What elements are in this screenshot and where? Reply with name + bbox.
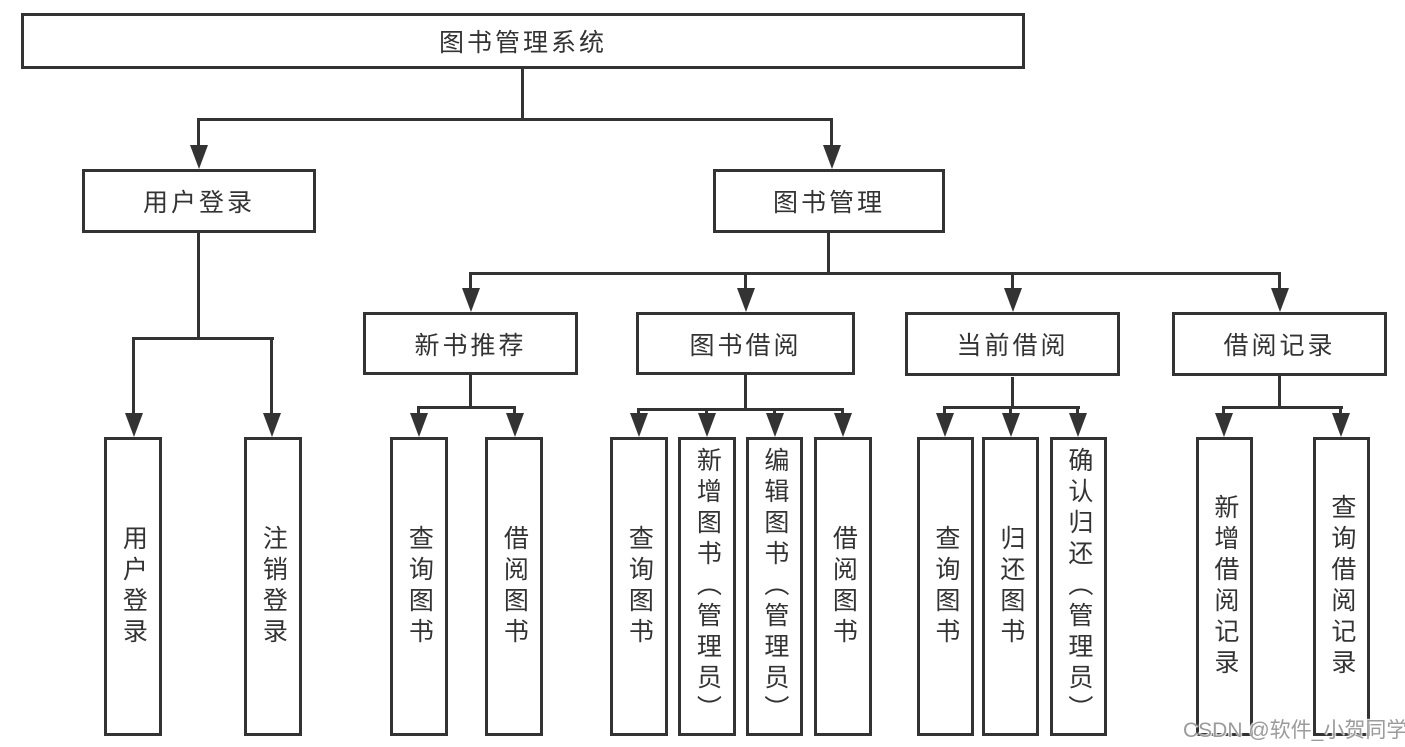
- node-label: 归还图书: [996, 524, 1025, 649]
- connector-line: [744, 375, 747, 408]
- leaf-query-books-recommend: 查询图书: [390, 437, 448, 736]
- connector-line: [521, 69, 524, 118]
- connector-line: [417, 406, 420, 413]
- node-label: 注销登录: [259, 524, 288, 649]
- connector-line: [513, 406, 516, 413]
- connector-line: [132, 337, 274, 340]
- node-label: 借阅记录: [1223, 332, 1336, 360]
- node-label: 查询图书: [931, 524, 960, 649]
- arrow-down-icon: [737, 288, 755, 312]
- leaf-edit-books-admin: 编辑图书（管理员）: [746, 437, 803, 736]
- arrow-down-icon: [125, 413, 143, 437]
- connector-line: [469, 375, 472, 406]
- node-label: 查询图书: [405, 524, 434, 649]
- arrow-down-icon: [698, 413, 716, 437]
- node-label: 新书推荐: [414, 331, 527, 360]
- arrow-down-icon: [1332, 413, 1350, 437]
- arrow-down-icon: [834, 413, 852, 437]
- connector-line: [943, 406, 946, 413]
- connector-line: [469, 272, 472, 288]
- connector-line: [1278, 272, 1281, 288]
- arrow-down-icon: [1004, 288, 1022, 312]
- node-label: 用户登录: [142, 189, 255, 217]
- leaf-query-books-borrow: 查询图书: [610, 437, 668, 736]
- node-library-management-system: 图书管理系统: [21, 13, 1025, 69]
- arrow-down-icon: [630, 413, 648, 437]
- node-book-borrowing: 图书借阅: [636, 312, 855, 375]
- connector-line: [417, 406, 516, 409]
- connector-line: [197, 233, 200, 337]
- node-label: 编辑图书（管理员）: [760, 447, 789, 726]
- node-label: 查询借阅记录: [1327, 493, 1356, 680]
- connector-line: [705, 408, 708, 413]
- leaf-borrow-books-recommend: 借阅图书: [485, 437, 543, 736]
- connector-line: [1011, 377, 1014, 406]
- connector-line: [270, 337, 273, 413]
- arrow-down-icon: [766, 413, 784, 437]
- leaf-query-borrow-record: 查询借阅记录: [1313, 437, 1370, 736]
- leaf-logout-login: 注销登录: [244, 437, 302, 736]
- connector-line: [197, 118, 200, 145]
- node-book-management: 图书管理: [713, 169, 945, 233]
- connector-line: [773, 408, 776, 413]
- arrow-down-icon: [410, 413, 428, 437]
- arrow-down-icon: [1002, 413, 1020, 437]
- arrow-down-icon: [462, 288, 480, 312]
- node-label: 新增借阅记录: [1210, 493, 1239, 680]
- connector-line: [1009, 406, 1012, 413]
- leaf-borrow-books-borrow: 借阅图书: [814, 437, 872, 736]
- arrow-down-icon: [190, 145, 208, 169]
- connector-line: [1339, 406, 1342, 413]
- node-label: 图书管理系统: [438, 29, 607, 57]
- arrow-down-icon: [936, 413, 954, 437]
- arrow-down-icon: [1271, 288, 1289, 312]
- connector-line: [197, 118, 833, 121]
- node-new-book-recommendation: 新书推荐: [363, 312, 578, 375]
- connector-line: [637, 408, 640, 413]
- node-label: 查询图书: [625, 524, 654, 649]
- connector-line: [744, 272, 747, 288]
- leaf-add-books-admin: 新增图书（管理员）: [678, 437, 736, 736]
- leaf-query-books-current: 查询图书: [917, 437, 974, 736]
- arrow-down-icon: [1069, 413, 1087, 437]
- node-user-login: 用户登录: [82, 169, 316, 233]
- arrow-down-icon: [823, 145, 841, 169]
- connector-line: [637, 408, 844, 411]
- leaf-user-login: 用户登录: [104, 437, 162, 736]
- node-label: 图书借阅: [689, 331, 802, 360]
- arrow-down-icon: [1215, 413, 1233, 437]
- node-label: 用户登录: [119, 524, 148, 649]
- leaf-confirm-return-admin: 确认归还（管理员）: [1050, 437, 1107, 736]
- connector-line: [1222, 406, 1343, 409]
- node-label: 当前借阅: [956, 332, 1069, 360]
- node-label: 确认归还（管理员）: [1064, 447, 1093, 726]
- arrow-down-icon: [263, 413, 281, 437]
- leaf-return-books: 归还图书: [982, 437, 1039, 736]
- connector-line: [1011, 272, 1014, 288]
- node-label: 新增图书（管理员）: [693, 447, 722, 726]
- connector-line: [1278, 376, 1281, 406]
- node-current-borrowing: 当前借阅: [905, 312, 1120, 376]
- connector-line: [827, 233, 830, 272]
- connector-line: [1076, 406, 1079, 413]
- connector-line: [1222, 406, 1225, 413]
- connector-line: [132, 337, 135, 413]
- node-label: 图书管理: [772, 189, 885, 217]
- connector-line: [830, 118, 833, 145]
- connector-line: [841, 408, 844, 413]
- connector-line: [469, 272, 1281, 275]
- arrow-down-icon: [506, 413, 524, 437]
- node-label: 借阅图书: [829, 524, 858, 649]
- leaf-add-borrow-record: 新增借阅记录: [1196, 437, 1253, 736]
- node-borrowing-records: 借阅记录: [1172, 312, 1387, 376]
- watermark-text: CSDN @软件_小贺同学: [1183, 719, 1405, 742]
- node-label: 借阅图书: [500, 524, 529, 649]
